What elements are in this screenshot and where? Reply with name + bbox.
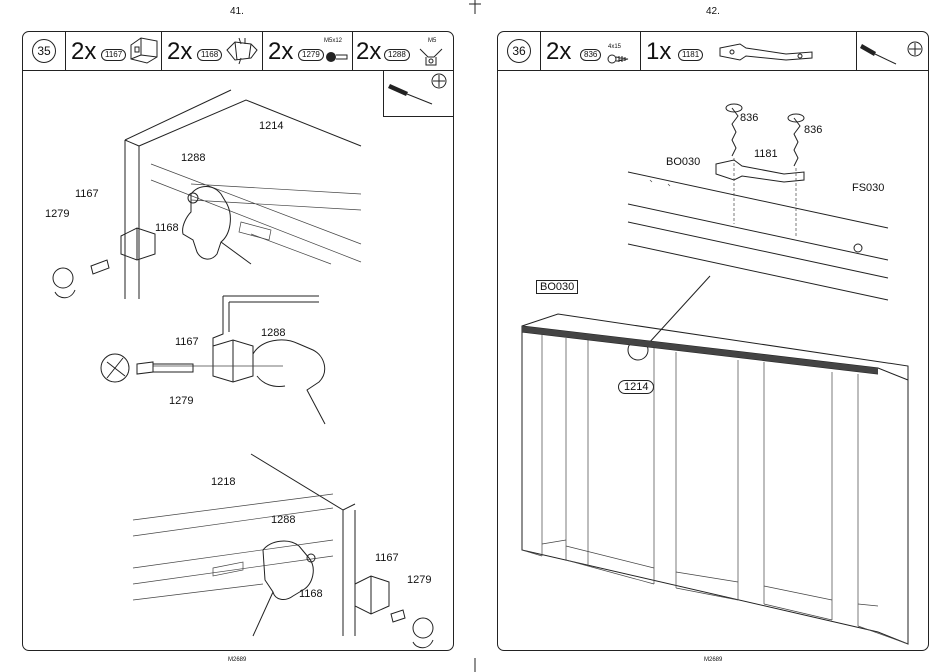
callout-1218: 1218 bbox=[211, 476, 235, 488]
part-qty: 1x bbox=[646, 38, 671, 66]
part-qty: 2x bbox=[546, 38, 571, 66]
rail-connector-detail bbox=[628, 104, 908, 294]
callout-1168-bot: 1168 bbox=[299, 588, 323, 600]
step-number: 35 bbox=[32, 39, 56, 63]
phillips-head-icon bbox=[430, 72, 448, 90]
part-number: 1168 bbox=[197, 49, 222, 61]
part-qty: 2x bbox=[356, 38, 381, 66]
screw-part-icon bbox=[608, 52, 630, 66]
callout-1167: 1167 bbox=[75, 188, 99, 200]
callout-1168: 1168 bbox=[155, 222, 179, 234]
tool-box bbox=[383, 70, 454, 117]
callout-836-b: 836 bbox=[804, 124, 822, 136]
part-number: 1279 bbox=[298, 49, 324, 61]
page-number: 42. bbox=[706, 6, 720, 17]
page-footer: M2689 bbox=[704, 657, 722, 663]
screwdriver-icon bbox=[860, 40, 906, 66]
step-cell: 36 bbox=[498, 32, 541, 70]
part-cell-836: 2x 836 4x15 bbox=[540, 32, 641, 70]
bolt-part-icon bbox=[326, 50, 348, 64]
wing-nut-part-icon bbox=[418, 45, 444, 67]
part-spec: M5 bbox=[428, 38, 436, 44]
step-36-frame: 36 2x 836 4x15 1x 1181 bbox=[497, 31, 929, 651]
tool-cell bbox=[856, 32, 928, 70]
callout-1167-mid: 1167 bbox=[175, 336, 199, 348]
callout-1279-mid: 1279 bbox=[169, 395, 193, 407]
callout-1214: 1214 bbox=[259, 120, 283, 132]
part-cell-1288: 2x 1288 M5 bbox=[352, 32, 453, 70]
callout-1288-mid: 1288 bbox=[261, 327, 285, 339]
part-number: 836 bbox=[580, 49, 601, 61]
part-qty: 2x bbox=[71, 38, 96, 66]
step-35-frame: 35 2x 1167 2x 1168 2x 1279 M5x12 bbox=[22, 31, 454, 651]
part-spec: 4x15 bbox=[608, 44, 621, 50]
parts-header: 36 2x 836 4x15 1x 1181 bbox=[498, 32, 928, 71]
page-number: 41. bbox=[230, 6, 244, 17]
clip-part-icon bbox=[225, 36, 259, 66]
part-cell-1181: 1x 1181 bbox=[640, 32, 857, 70]
part-spec: M5x12 bbox=[324, 38, 342, 44]
wardrobe-illustration bbox=[518, 314, 918, 634]
middle-bracket-illustration bbox=[93, 284, 413, 444]
part-cell-1168: 2x 1168 bbox=[161, 32, 263, 70]
part-cell-1279: 2x 1279 M5x12 bbox=[262, 32, 353, 70]
callout-1181: 1181 bbox=[754, 148, 778, 160]
callout-1279-bot: 1279 bbox=[407, 574, 431, 586]
page-footer: M2689 bbox=[228, 657, 246, 663]
top-bracket-illustration bbox=[41, 84, 361, 274]
connector-plate-icon bbox=[716, 40, 816, 64]
bottom-bracket-illustration bbox=[133, 450, 453, 640]
parts-header: 35 2x 1167 2x 1168 2x 1279 M5x12 bbox=[23, 32, 453, 71]
callout-fs030: FS030 bbox=[852, 182, 884, 194]
callout-1279: 1279 bbox=[45, 208, 69, 220]
part-qty: 2x bbox=[268, 38, 293, 66]
part-number: 1181 bbox=[678, 49, 703, 61]
callout-1288-bot: 1288 bbox=[271, 514, 295, 526]
bracket-part-icon bbox=[129, 35, 159, 65]
phillips-head-icon bbox=[906, 40, 924, 58]
part-qty: 2x bbox=[167, 38, 192, 66]
callout-836-a: 836 bbox=[740, 112, 758, 124]
part-number: 1167 bbox=[101, 49, 126, 61]
step-number: 36 bbox=[507, 39, 531, 63]
part-cell-1167: 2x 1167 bbox=[65, 32, 162, 70]
step-cell: 35 bbox=[23, 32, 66, 70]
callout-1167-bot: 1167 bbox=[375, 552, 399, 564]
part-number: 1288 bbox=[384, 49, 410, 61]
ref-box-bo030: BO030 bbox=[536, 280, 578, 294]
callout-bo030: BO030 bbox=[666, 156, 700, 168]
callout-1288: 1288 bbox=[181, 152, 205, 164]
